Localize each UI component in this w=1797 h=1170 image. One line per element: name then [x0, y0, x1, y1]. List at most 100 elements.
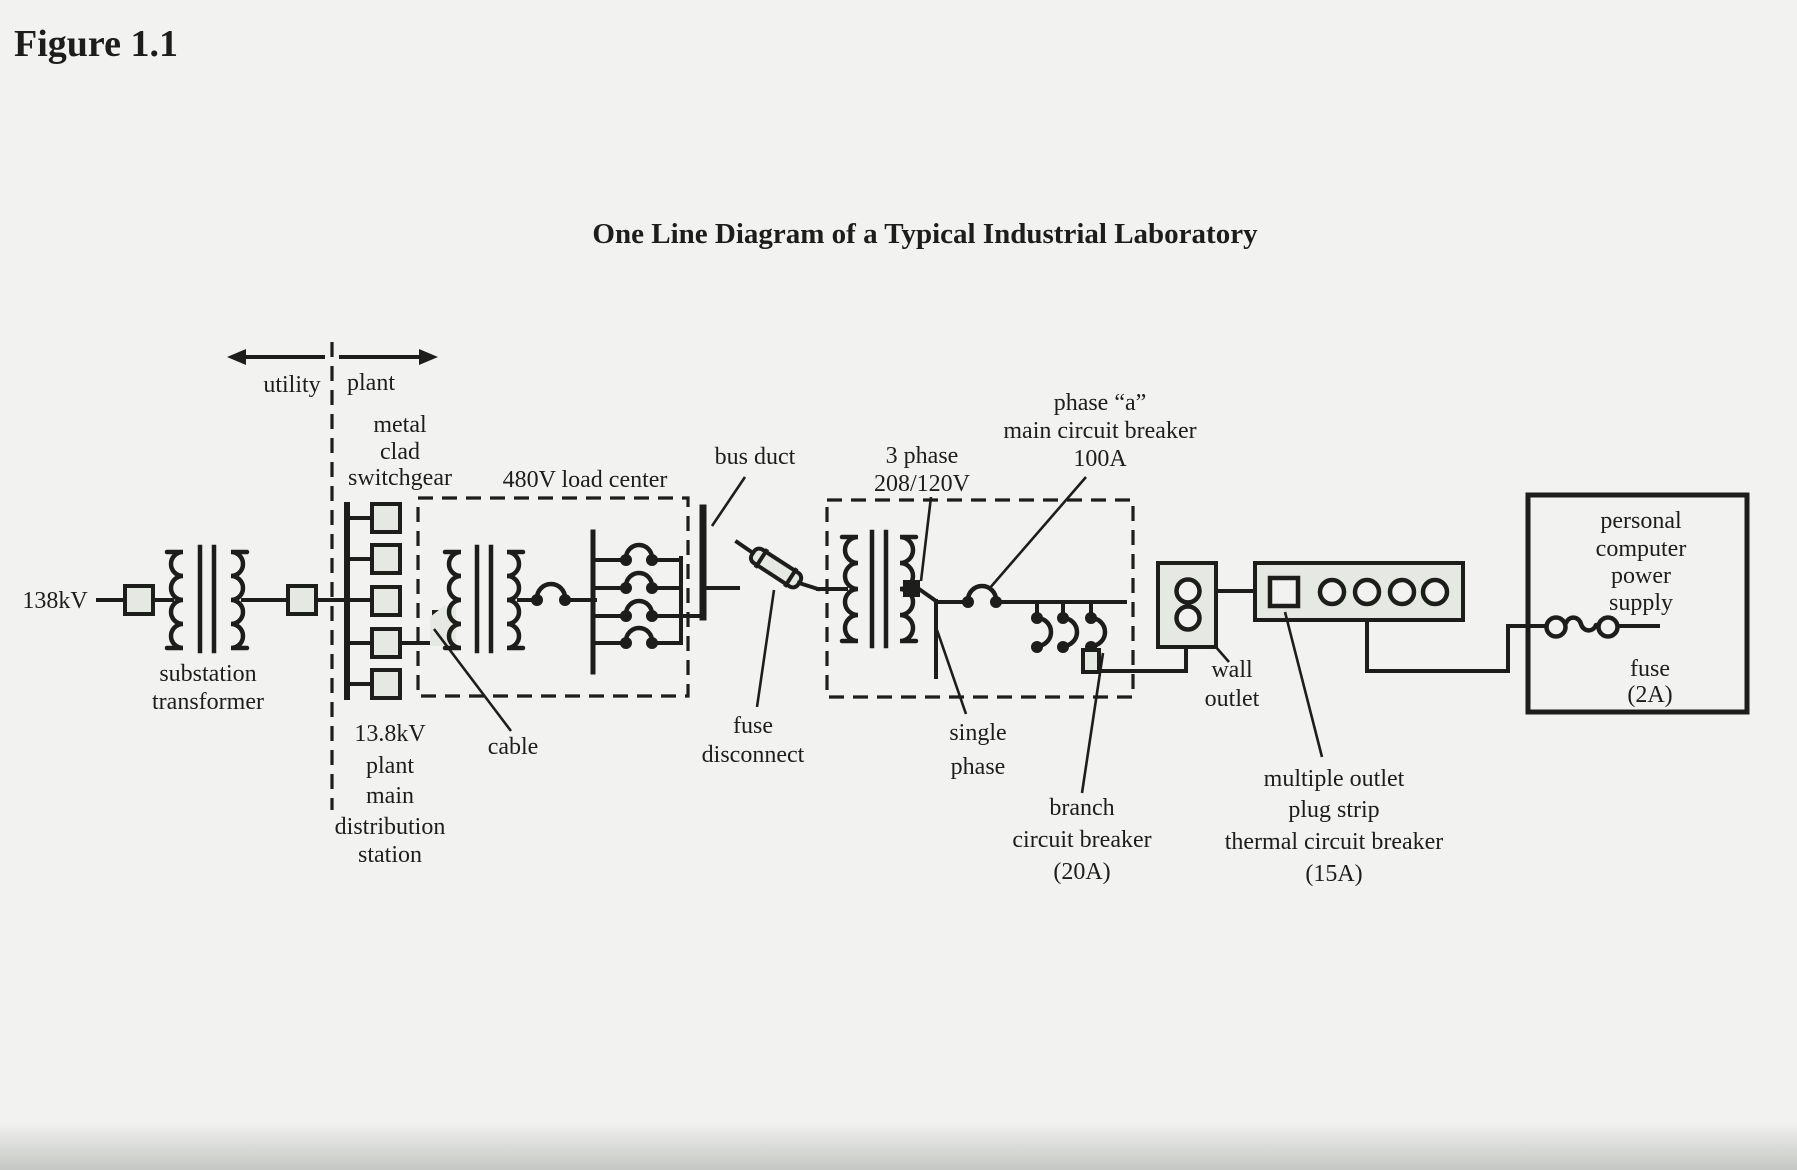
three-phase-dashed-box: [825, 498, 1135, 699]
bus-duct-label: bus duct: [715, 444, 796, 470]
phase-tap-junction: [903, 580, 920, 597]
single-phase-label: phase: [951, 754, 1006, 780]
breaker-contact: [620, 582, 632, 594]
substation-transformer-symbol: substation transformer: [152, 544, 264, 715]
primary-winding: [442, 549, 462, 651]
fuse-terminal-icon: [1544, 615, 1568, 639]
utility-plant-boundary: utility plant: [227, 342, 438, 810]
feeder-breaker-arcs: [623, 542, 655, 644]
secondary-winding: [506, 549, 526, 651]
distribution-station-label: main: [366, 783, 414, 809]
wall-outlet: wall outlet: [1156, 561, 1260, 712]
primary-winding: [164, 549, 184, 651]
three-phase-transformer: 3 phase 208/120V: [839, 443, 971, 649]
breaker-contact: [1031, 641, 1043, 653]
switchgear-cell: [370, 502, 402, 534]
fuse-terminal-icon: [1596, 615, 1620, 639]
switchgear-cell: [370, 543, 402, 575]
pc-power-supply-label: power: [1611, 563, 1671, 589]
branch-breaker-label: branch: [1049, 795, 1114, 821]
incoming-feed: 138kV: [22, 584, 318, 616]
thermal-breaker-icon: [1267, 575, 1301, 609]
breaker-contact: [620, 554, 632, 566]
branch-breaker-label: (20A): [1053, 859, 1110, 885]
main-breaker-label: main circuit breaker: [1003, 418, 1196, 444]
fuse-element-icon: [1563, 615, 1599, 633]
load-center: 480V load center cable: [430, 467, 667, 760]
substation-transformer-label: transformer: [152, 689, 264, 715]
secondary-winding: [899, 534, 919, 644]
utility-label: utility: [263, 372, 320, 398]
plug-strip-label: plug strip: [1288, 797, 1379, 823]
load-center-dashed-box: [416, 496, 690, 698]
distribution-station-label: 13.8kV: [354, 721, 426, 747]
breaker-contact: [620, 610, 632, 622]
main-breaker-label: 100A: [1073, 446, 1127, 472]
breaker-arc: [534, 581, 568, 601]
pc-power-supply-label: personal: [1600, 508, 1682, 534]
breaker-contact: [646, 610, 658, 622]
figure-number-label: Figure 1.1: [14, 23, 178, 65]
main-breaker-label: phase “a”: [1054, 390, 1147, 416]
primary-winding: [839, 534, 859, 644]
load-center-label: 480V load center: [503, 467, 668, 493]
secondary-winding: [230, 549, 250, 651]
wire-runs: [96, 516, 1660, 686]
diagram-title: One Line Diagram of a Typical Industrial…: [592, 218, 1258, 250]
fuse-disconnect-label: disconnect: [702, 742, 805, 768]
pc-fuse-label: fuse: [1630, 656, 1670, 682]
branch-breaker-body: [1081, 648, 1101, 674]
incoming-voltage-label: 138kV: [22, 588, 88, 614]
switchgear-cell: [370, 585, 402, 617]
pc-power-supply-label: computer: [1596, 536, 1687, 562]
single-phase-label: single: [949, 720, 1006, 746]
pc-power-supply: personal computer power supply fuse (2A): [1525, 492, 1750, 715]
disconnect-lead: [796, 580, 821, 592]
strip-receptacle-icon: [1352, 577, 1382, 607]
fuse-disconnect-label: fuse: [733, 713, 773, 739]
breaker-contact: [1057, 641, 1069, 653]
breaker-contact: [531, 594, 543, 606]
receptacle-icon: [1174, 604, 1202, 632]
breaker-contact: [646, 582, 658, 594]
plug-strip-label: thermal circuit breaker: [1225, 829, 1444, 855]
transformer-core: [869, 529, 889, 649]
plug-strip-label: multiple outlet: [1264, 766, 1405, 792]
plant-node-box: [286, 584, 318, 616]
transformer-core: [474, 544, 494, 654]
three-phase-label: 208/120V: [874, 471, 971, 497]
label-pointer-lines: [432, 476, 1324, 794]
branch-breaker-label: circuit breaker: [1012, 827, 1151, 853]
wall-outlet-label: outlet: [1205, 686, 1260, 712]
plug-strip: multiple outlet plug strip thermal circu…: [1225, 561, 1465, 887]
cable-label: cable: [488, 734, 539, 760]
switchgear-label: switchgear: [348, 465, 452, 491]
breaker-contact: [1085, 612, 1097, 624]
wall-outlet-label: wall: [1211, 657, 1253, 683]
strip-receptacle-icon: [1387, 577, 1417, 607]
panel-breakers: phase “a” main circuit breaker 100A sing…: [949, 390, 1196, 885]
fuse-caps: [753, 548, 799, 588]
right-arrow-icon: [419, 349, 438, 365]
three-phase-label: 3 phase: [886, 443, 959, 469]
left-arrow-icon: [227, 349, 246, 365]
transformer-core: [197, 544, 217, 654]
pc-power-supply-box: [1525, 492, 1750, 715]
substation-transformer-label: substation: [159, 661, 256, 687]
plant-label: plant: [347, 370, 395, 396]
breaker-contact: [1031, 612, 1043, 624]
plug-strip-label: (15A): [1305, 861, 1362, 887]
disconnect-blade-lead: [734, 539, 756, 556]
strip-receptacle-icon: [1317, 577, 1347, 607]
breaker-contact: [962, 596, 974, 608]
breaker-contact: [1057, 612, 1069, 624]
main-breaker-arc: [965, 583, 999, 603]
pc-power-supply-label: supply: [1609, 590, 1673, 616]
switchgear-label: clad: [380, 439, 420, 465]
metal-clad-switchgear: metal clad switchgear 13.8kV plant main …: [335, 412, 452, 868]
fuse-cartridge: [748, 546, 804, 590]
switchgear-cell: [370, 627, 402, 659]
distribution-station-label: distribution: [335, 814, 446, 840]
